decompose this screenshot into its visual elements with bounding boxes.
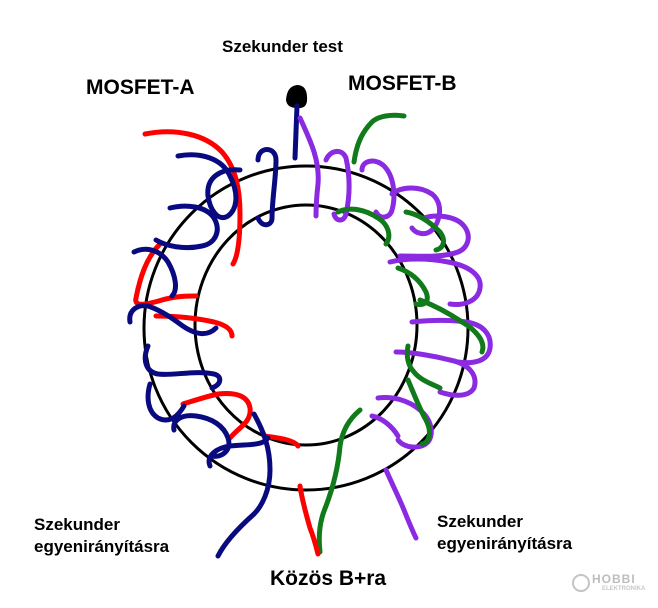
secondary-rectifier-right-line1: Szekunder (437, 512, 523, 531)
secondary-rectifier-left-line1: Szekunder (34, 515, 120, 534)
secondary-test-label: Szekunder test (222, 37, 343, 56)
secondary-rectifier-right-line2: egyenirányításra (437, 534, 573, 553)
common-bplus-label: Közös B+ra (270, 567, 387, 590)
watermark-text: HOBBI (592, 572, 636, 586)
toroid-inner-ring (193, 203, 419, 447)
mosfet-b-label: MOSFET-B (348, 72, 457, 95)
secondary-rectifier-label-left: Szekunder egyenirányításra (34, 514, 169, 558)
watermark-logo: HOBBI ELEKTRONIKA (572, 570, 654, 596)
watermark-circle-icon (572, 574, 590, 592)
secondary-test-terminal-icon (286, 85, 308, 109)
navy-winding (127, 147, 279, 559)
purple-winding (297, 115, 493, 541)
mosfet-a-label: MOSFET-A (86, 76, 195, 99)
common-lead-red (297, 483, 321, 557)
watermark-subtext: ELEKTRONIKA (602, 586, 646, 592)
secondary-test-lead (292, 103, 300, 161)
secondary-rectifier-label-right: Szekunder egyenirányításra (437, 511, 572, 555)
green-winding (316, 112, 486, 555)
secondary-rectifier-left-line2: egyenirányításra (34, 537, 170, 556)
